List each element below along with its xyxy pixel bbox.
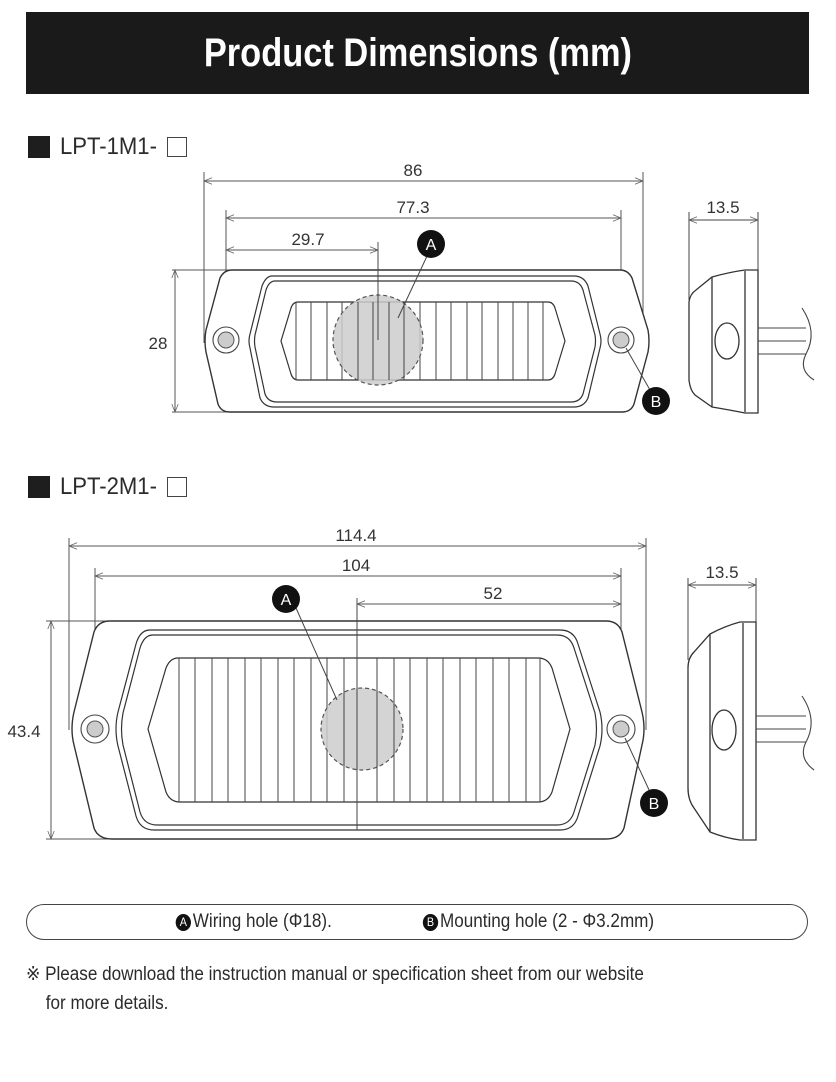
callout-a-icon <box>272 585 300 613</box>
model-heading-lpt-2m1: LPT-2M1- <box>28 473 188 501</box>
empty-square-icon <box>167 477 188 497</box>
callout-a-icon: A <box>175 913 191 931</box>
callout-b-icon: B <box>423 913 439 931</box>
front-view-lpt-2m1: 114.4 104 52 43.4 A B 13.5 <box>7 526 815 841</box>
reference-mark-icon: ※ <box>26 964 41 985</box>
dim-overall-width: 114.4 <box>335 526 376 545</box>
dim-wiring-offset: 29.7 <box>291 230 324 249</box>
mounting-hole-left <box>86 720 104 738</box>
title-bar: Product Dimensions (mm) <box>26 12 809 94</box>
legend: A Wiring hole (Φ18). B Mounting hole (2 … <box>26 904 808 940</box>
dim-hole-pitch: 77.3 <box>396 198 429 217</box>
model-name: LPT-2M1- <box>60 473 157 500</box>
wiring-hole <box>320 687 404 771</box>
page-title: Product Dimensions (mm) <box>203 30 632 75</box>
footnote: ※ Please download the instruction manual… <box>26 960 816 1018</box>
svg-text:B: B <box>651 394 662 411</box>
mounting-hole-right <box>612 331 630 349</box>
mounting-hole-left <box>217 331 235 349</box>
mounting-hole-right <box>612 720 630 738</box>
note-line-2: for more details. <box>45 993 169 1014</box>
dim-wiring-offset: 52 <box>484 584 503 603</box>
callout-a-icon <box>417 230 445 258</box>
model-heading-lpt-1m1: LPT-1M1- <box>28 133 188 161</box>
dim-depth: 13.5 <box>705 563 738 582</box>
side-view-lpt-1m1 <box>687 212 760 300</box>
svg-text:A: A <box>281 592 292 609</box>
svg-text:B: B <box>649 796 660 813</box>
dim-depth: 13.5 <box>706 198 739 217</box>
note-line-1: Please download the instruction manual o… <box>45 964 644 985</box>
filled-square-icon <box>28 136 50 158</box>
filled-square-icon <box>28 476 50 498</box>
callout-b-icon <box>640 789 668 817</box>
legend-label: Wiring hole (Φ18). <box>192 911 332 932</box>
empty-square-icon <box>167 137 188 157</box>
legend-label: Mounting hole (2 - Φ3.2mm) <box>440 911 655 932</box>
side-view-lpt-2m1 <box>686 578 758 660</box>
dim-height: 28 <box>149 334 168 353</box>
model-name: LPT-1M1- <box>60 133 157 160</box>
svg-text:A: A <box>426 237 437 254</box>
legend-item-wiring-hole: A Wiring hole (Φ18). <box>175 911 332 933</box>
callout-b-icon <box>642 387 670 415</box>
front-view-lpt-1m1: 86 77.3 29.7 28 A B <box>149 161 815 415</box>
dim-hole-pitch: 104 <box>342 556 370 575</box>
dim-height: 43.4 <box>7 722 40 741</box>
legend-item-mounting-hole: B Mounting hole (2 - Φ3.2mm) <box>423 911 654 933</box>
dim-overall-width: 86 <box>404 161 423 180</box>
